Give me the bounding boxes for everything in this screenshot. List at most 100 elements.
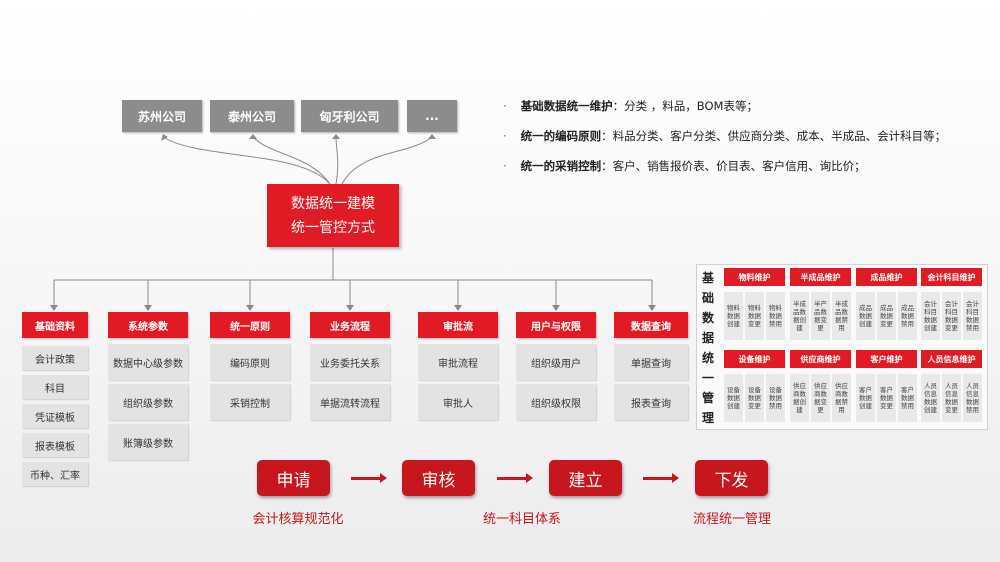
maintenance-group: 半成品维护半成品数据创建半产品数据变更半成品数据禁用 bbox=[790, 268, 851, 340]
category-header: 系统参数 bbox=[108, 312, 188, 338]
title-char: 管 bbox=[701, 391, 714, 405]
title-char: 一 bbox=[701, 371, 714, 385]
maintenance-group: 会计科目维护会计科目数据创建会计科目数据变更会计科目数据禁用 bbox=[921, 268, 982, 340]
category-item: 数据中心级参数 bbox=[108, 344, 188, 380]
maintenance-cell: 客户数据变更 bbox=[877, 374, 896, 422]
maintenance-cell: 会计科目数据禁用 bbox=[963, 292, 982, 340]
category-header: 业务流程 bbox=[310, 312, 390, 338]
maintenance-cell: 物料数据禁用 bbox=[766, 292, 785, 340]
flow-step-apply: 申请 bbox=[257, 460, 330, 496]
flow-step-label: 下发 bbox=[714, 470, 749, 491]
company-label: 匈牙利公司 bbox=[319, 109, 380, 124]
maintenance-cell: 人员信息数据变更 bbox=[942, 374, 961, 422]
bullet-1-text: ：分类 ，料品，BOM表等； bbox=[612, 99, 758, 113]
category-business-process: 业务流程 业务委托关系 单据流转流程 bbox=[310, 312, 390, 420]
category-users-permissions: 用户与权限 组织级用户 组织级权限 bbox=[516, 312, 596, 420]
maintenance-group: 供应商维护供应商数据创建供应商数据变更供应商数据禁用 bbox=[790, 350, 851, 422]
category-item: 组织级参数 bbox=[108, 384, 188, 420]
category-item: 报表模板 bbox=[22, 433, 88, 457]
category-item: 审批人 bbox=[418, 384, 498, 420]
bullet-3-text: ：客户、销售报价表、价目表、客户信用、询比价； bbox=[601, 159, 866, 173]
category-data-query: 数据查询 单据查询 报表查询 bbox=[614, 312, 688, 420]
category-system-params: 系统参数 数据中心级参数 组织级参数 账簿级参数 bbox=[108, 312, 188, 460]
maintenance-cell: 设备数据禁用 bbox=[766, 374, 785, 422]
maintenance-group-title: 成品维护 bbox=[856, 268, 917, 286]
maintenance-cell: 客户数据创建 bbox=[856, 374, 875, 422]
category-header: 数据查询 bbox=[614, 312, 688, 338]
flow-caption-3: 流程统一管理 bbox=[692, 512, 771, 527]
title-char: 基 bbox=[701, 271, 714, 285]
maintenance-group-title: 人员信息维护 bbox=[921, 350, 982, 368]
category-header: 审批流 bbox=[418, 312, 498, 338]
bullet-3: ·统一的采销控制：客户、销售报价表、价目表、客户信用、询比价； bbox=[503, 159, 866, 173]
maintenance-group: 设备维护设备数据创建设备数据变更设备数据禁用 bbox=[724, 350, 785, 422]
category-header: 用户与权限 bbox=[516, 312, 596, 338]
category-item: 编码原则 bbox=[210, 344, 290, 380]
flow-step-label: 申请 bbox=[276, 470, 311, 491]
flow-caption-2: 统一科目体系 bbox=[482, 512, 561, 527]
category-item: 业务委托关系 bbox=[310, 344, 390, 380]
category-item: 组织级权限 bbox=[516, 384, 596, 420]
master-data-panel-title: 基 础 数 据 统 一 管 理 bbox=[698, 268, 718, 428]
title-char: 础 bbox=[701, 291, 714, 305]
company-label: 苏州公司 bbox=[137, 109, 186, 124]
maintenance-cell: 成品数据创建 bbox=[856, 292, 875, 340]
category-item: 采销控制 bbox=[210, 384, 290, 420]
flow-step-label: 审核 bbox=[421, 470, 456, 491]
bullet-2: ·统一的编码原则：料品分类、客户分类、供应商分类、成本、半成品、会计科目等； bbox=[503, 129, 947, 143]
maintenance-cell: 供应商数据变更 bbox=[811, 374, 830, 422]
category-item: 科目 bbox=[22, 375, 88, 399]
center-line-1: 数据统一建模 bbox=[291, 195, 375, 212]
maintenance-group-title: 物料维护 bbox=[724, 268, 785, 286]
maintenance-group-title: 半成品维护 bbox=[790, 268, 851, 286]
category-item: 审批流程 bbox=[418, 344, 498, 380]
category-approval-flow: 审批流 审批流程 审批人 bbox=[418, 312, 498, 420]
maintenance-group: 人员信息维护人员信息数据创建人员信息数据变更人员信息数据禁用 bbox=[921, 350, 982, 422]
unified-modeling-box: 数据统一建模 统一管控方式 bbox=[267, 184, 399, 247]
title-char: 统 bbox=[701, 351, 714, 365]
company-label: 泰州公司 bbox=[227, 109, 276, 124]
maintenance-group-title: 供应商维护 bbox=[790, 350, 851, 368]
company-box-hungary: 匈牙利公司 bbox=[301, 100, 398, 132]
maintenance-cell: 半成品数据禁用 bbox=[832, 292, 851, 340]
maintenance-group: 成品维护成品数据创建成品数据变更成品数据禁用 bbox=[856, 268, 917, 340]
category-item: 会计政策 bbox=[22, 346, 88, 370]
maintenance-cell: 人员信息数据创建 bbox=[921, 374, 940, 422]
maintenance-cell: 供应商数据禁用 bbox=[832, 374, 851, 422]
category-header: 基础资料 bbox=[22, 312, 88, 338]
category-item: 单据查询 bbox=[614, 344, 688, 380]
maintenance-group-title: 会计科目维护 bbox=[921, 268, 982, 286]
category-item: 账簿级参数 bbox=[108, 424, 188, 460]
category-item: 报表查询 bbox=[614, 384, 688, 420]
category-item: 单据流转流程 bbox=[310, 384, 390, 420]
bullet-3-bold: 统一的采销控制 bbox=[520, 159, 602, 173]
category-header: 统一原则 bbox=[210, 312, 290, 338]
flow-step-distribute: 下发 bbox=[695, 460, 768, 496]
category-item: 凭证模板 bbox=[22, 404, 88, 428]
flow-caption-1: 会计核算规范化 bbox=[252, 512, 344, 527]
flow-step-label: 建立 bbox=[568, 470, 603, 491]
maintenance-cell: 客户数据禁用 bbox=[898, 374, 917, 422]
maintenance-group-title: 设备维护 bbox=[724, 350, 785, 368]
category-unified-principles: 统一原则 编码原则 采销控制 bbox=[210, 312, 290, 420]
flow-step-review: 审核 bbox=[402, 460, 475, 496]
company-box-more: ... bbox=[407, 100, 457, 132]
category-item: 币种、汇率 bbox=[22, 462, 88, 486]
maintenance-cell: 会计科目数据变更 bbox=[942, 292, 961, 340]
company-label: ... bbox=[425, 109, 439, 123]
bullet-2-bold: 统一的编码原则 bbox=[520, 129, 602, 143]
maintenance-group: 客户维护客户数据创建客户数据变更客户数据禁用 bbox=[856, 350, 917, 422]
title-char: 据 bbox=[701, 331, 714, 345]
flow-arrow-1 bbox=[351, 473, 387, 483]
maintenance-cell: 设备数据创建 bbox=[724, 374, 743, 422]
flow-arrow-2 bbox=[497, 473, 533, 483]
flow-step-establish: 建立 bbox=[549, 460, 622, 496]
company-box-taizhou: 泰州公司 bbox=[210, 100, 294, 132]
maintenance-cell: 半产品数据变更 bbox=[811, 292, 830, 340]
maintenance-cell: 物料数据变更 bbox=[745, 292, 764, 340]
bullet-2-text: ：料品分类、客户分类、供应商分类、成本、半成品、会计科目等； bbox=[601, 129, 947, 143]
maintenance-cell: 半成品数据创建 bbox=[790, 292, 809, 340]
title-char: 理 bbox=[701, 411, 714, 425]
bullet-1-bold: 基础数据统一维护 bbox=[520, 99, 613, 113]
